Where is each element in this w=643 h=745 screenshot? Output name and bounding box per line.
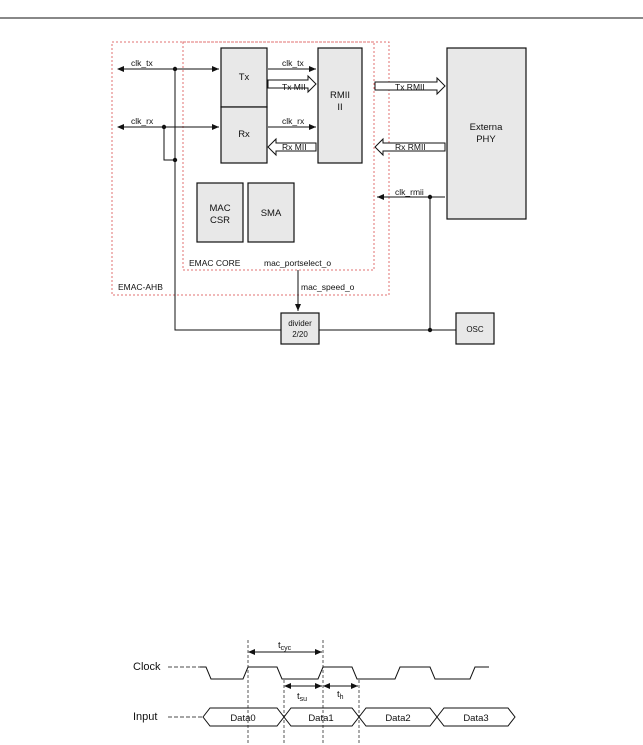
sma-label: SMA xyxy=(261,208,282,219)
tx-mii-arrow xyxy=(267,74,317,94)
clock-label: Clock xyxy=(133,661,161,673)
divider-label-2: 2/20 xyxy=(292,330,308,339)
rx-rmii-arrow xyxy=(374,137,446,157)
emac-ahb-boundary xyxy=(111,41,390,296)
sma-block xyxy=(247,182,295,243)
clk-tx-left-label: clk_tx xyxy=(131,58,153,68)
rmii-block xyxy=(317,47,363,164)
rx-mii-label: Rx MII xyxy=(282,142,307,152)
tx-rmii-arrow xyxy=(374,76,446,96)
tx-block xyxy=(220,47,268,108)
data0-label: Data0 xyxy=(230,713,255,724)
clk-rmii-label: clk_rmii xyxy=(395,187,424,197)
divider-block xyxy=(280,312,320,345)
tx-mii-label: Tx MII xyxy=(282,82,306,92)
emac-ahb-label: EMAC-AHB xyxy=(118,282,163,292)
osc-label: OSC xyxy=(466,325,484,334)
timing-diagram: Clock Input Data0 Data1 Data2 Data3 tcyc… xyxy=(133,640,516,745)
external-phy-block xyxy=(446,47,527,220)
phy-label-1: Externa xyxy=(470,122,503,133)
data2-label: Data2 xyxy=(385,713,410,724)
rmii-block-label-1: RMII xyxy=(330,90,350,101)
rmii-block-label-2: II xyxy=(337,102,342,113)
mac-csr-label-1: MAC xyxy=(209,203,230,214)
speed-label: mac_speed_o xyxy=(301,282,355,292)
osc-block xyxy=(455,312,495,345)
data3-label: Data3 xyxy=(463,713,488,724)
clk-tx-feed-line xyxy=(174,69,281,331)
block-diagram: EMAC-AHB EMAC CORE Tx Rx RMII II MAC CSR… xyxy=(111,41,527,345)
input-bus: Data0 Data1 Data2 Data3 xyxy=(202,707,516,727)
rx-block xyxy=(220,106,268,164)
mac-csr-label-2: CSR xyxy=(210,215,230,226)
clk-tx-inner-label: clk_tx xyxy=(282,58,304,68)
input-label: Input xyxy=(133,711,157,723)
emac-core-boundary xyxy=(182,41,375,271)
clk-rx-left-label: clk_rx xyxy=(131,116,154,126)
mac-csr-block xyxy=(196,182,244,243)
rx-rmii-label: Rx RMII xyxy=(395,142,426,152)
divider-label-1: divider xyxy=(288,319,312,328)
data1-label: Data1 xyxy=(308,713,333,724)
rx-block-label: Rx xyxy=(238,129,250,140)
clk-rx-tie-line xyxy=(163,127,175,161)
portselect-label: mac_portselect_o xyxy=(264,258,331,268)
tcyc-label: tcyc xyxy=(278,640,292,652)
th-label: th xyxy=(337,689,344,701)
rx-mii-arrow xyxy=(267,137,317,157)
phy-label-2: PHY xyxy=(476,134,496,145)
tx-block-label: Tx xyxy=(239,72,250,83)
emac-core-label: EMAC CORE xyxy=(189,258,241,268)
clk-tie-junction xyxy=(172,157,178,163)
data3-cell xyxy=(436,707,516,727)
tsu-label: tsu xyxy=(297,691,307,703)
tx-rmii-label: Tx RMII xyxy=(395,82,425,92)
clock-waveform xyxy=(200,666,489,680)
clk-rx-inner-label: clk_rx xyxy=(282,116,305,126)
